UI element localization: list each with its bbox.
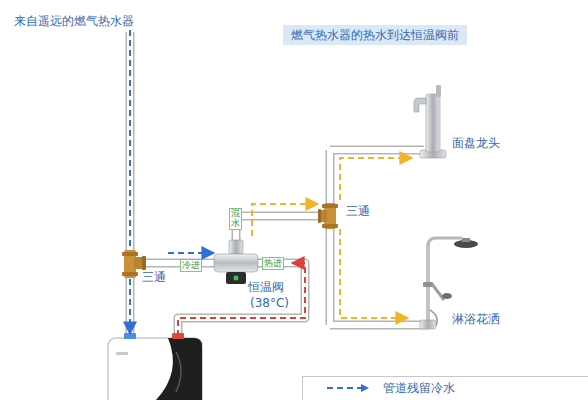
water-heater (108, 333, 202, 400)
thermostatic-valve: 恒温阀 (38°C) (214, 236, 292, 312)
tee-fitting: 三通 (318, 200, 372, 229)
node-text: 三通 (142, 270, 166, 284)
port-label: 混水 (229, 208, 242, 230)
flow-arrow (252, 204, 318, 236)
cold-flow-to-heater (129, 279, 131, 334)
diagram-title: 燃气热水器的热水到达恒温阀前 (283, 25, 467, 45)
node-text: (38°C) (250, 296, 289, 310)
thermostatic-valve (214, 240, 258, 284)
flow-arrow (340, 229, 408, 318)
flow-arrow (168, 252, 214, 254)
legend-box: 管道残留冷水 (302, 376, 588, 400)
shower-set: 淋浴花洒 (408, 234, 502, 330)
tee-fitting: 三通 (118, 250, 168, 286)
node-text: 淋浴花洒 (452, 312, 500, 326)
node-text: 来自遥远的燃气热水器 (14, 14, 134, 28)
legend-swatch (325, 382, 371, 394)
legend-row: 管道残留冷水 (303, 377, 588, 395)
node-text: 三通 (346, 204, 370, 218)
flow-arrow (129, 30, 131, 250)
port-label: 冷进 (180, 259, 202, 272)
basin-faucet (414, 85, 446, 158)
node-text: 面盘龙头 (452, 136, 500, 150)
port-label: 热进 (262, 257, 284, 270)
pipe-inner (130, 32, 428, 338)
tee-fitting (318, 203, 338, 229)
legend-text: 管道残留冷水 (383, 381, 455, 395)
flow-arrow (340, 158, 412, 200)
pipe-outline (130, 32, 428, 338)
source-label: 来自遥远的燃气热水器 (14, 14, 136, 30)
basin-faucet: 面盘龙头 (412, 84, 502, 160)
hot-flow-from-heater (178, 263, 305, 336)
node-text: 恒温阀 (248, 280, 284, 294)
